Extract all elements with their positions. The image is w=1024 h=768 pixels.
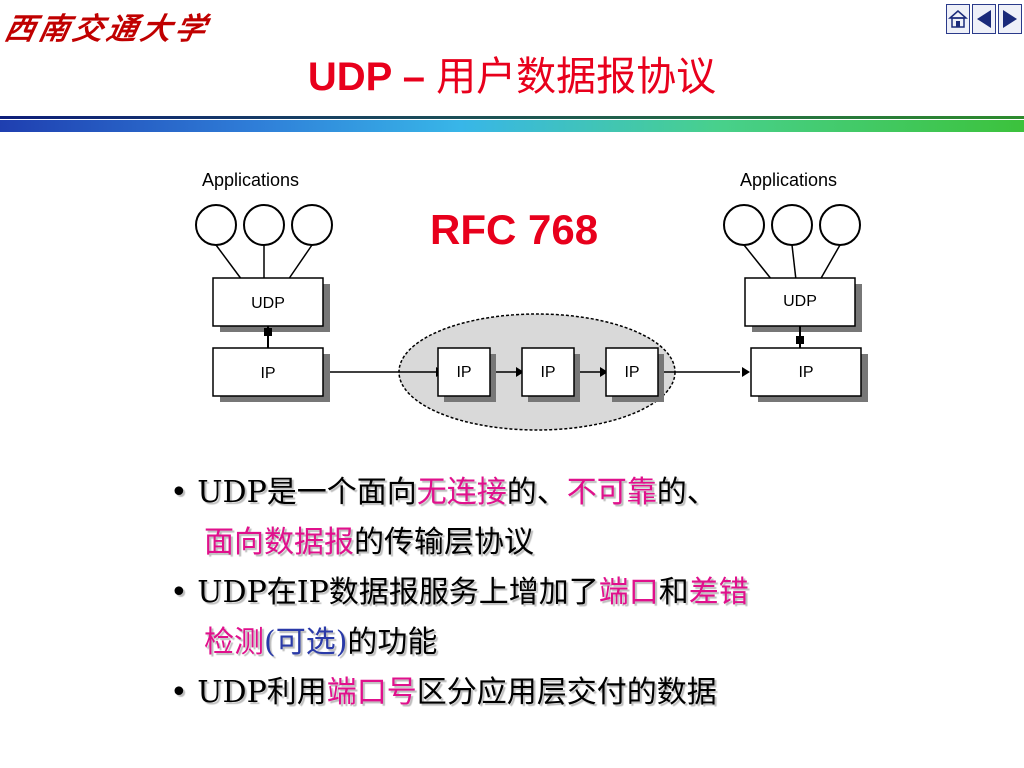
next-arrow-icon — [1003, 10, 1017, 28]
bullet-text-segment: 和 — [658, 575, 689, 610]
left-app-3 — [291, 204, 333, 246]
bullet-text-segment: (可选) — [264, 625, 348, 660]
right-applications-label: Applications — [740, 170, 837, 190]
bullet-dot: • — [170, 475, 198, 510]
bullet-text-segment: 端口 — [598, 575, 659, 610]
left-applications-label: Applications — [202, 170, 299, 190]
right-udp-box — [744, 277, 856, 327]
bullet-text-segment: UDP是一个面向 — [197, 475, 417, 510]
title-latin: UDP – — [307, 55, 437, 99]
right-app-1 — [723, 204, 765, 246]
router-ip-label-1: IP — [456, 364, 471, 381]
right-app-3 — [819, 204, 861, 246]
title-divider-line — [0, 116, 1024, 119]
router-ip-box-1 — [437, 347, 491, 397]
left-udp-box — [212, 277, 324, 327]
bullet-text-segment: 不可靠 — [566, 475, 657, 510]
right-ip-label: IP — [798, 364, 813, 381]
bullet-dot: • — [170, 575, 198, 610]
bullet-1-line-1: • UDP是一个面向无连接的、不可靠的、 — [170, 468, 749, 518]
bullet-text-segment: 面向数据报 — [204, 525, 354, 560]
bullet-list: • UDP是一个面向无连接的、不可靠的、面向数据报的传输层协议• UDP在IP数… — [170, 468, 749, 718]
bullet-3-line-1: • UDP利用端口号区分应用层交付的数据 — [170, 668, 749, 718]
left-ip-box — [212, 347, 324, 397]
bullet-2-line-2: 检测(可选)的功能 — [170, 618, 749, 668]
router-ip-label-2: IP — [540, 364, 555, 381]
previous-arrow-icon — [977, 10, 991, 28]
rfc-label: RFC 768 — [430, 206, 599, 253]
bullet-text-segment: UDP利用 — [197, 675, 327, 710]
left-udp-label: UDP — [251, 295, 285, 312]
router-ip-box-2 — [521, 347, 575, 397]
right-app-2 — [771, 204, 813, 246]
right-udp-label: UDP — [783, 293, 817, 310]
title-chinese: 用户数据报协议 — [436, 54, 717, 100]
left-app-1 — [195, 204, 237, 246]
bullet-text-segment: 无连接 — [416, 475, 507, 510]
bullet-text-segment: 区分应用层交付的数据 — [416, 675, 717, 710]
bullet-text-segment: 的功能 — [347, 625, 438, 660]
udp-network-diagram: Applications UDP IP IP IP IP Application… — [195, 170, 868, 431]
right-ip-box — [750, 347, 862, 397]
home-button[interactable] — [946, 4, 970, 34]
bullet-1-line-2: 面向数据报的传输层协议 — [170, 518, 749, 568]
bullet-text-segment: 端口号 — [326, 675, 417, 710]
bullet-2-line-1: • UDP在IP数据报服务上增加了端口和差错 — [170, 568, 749, 618]
previous-slide-button[interactable] — [972, 4, 996, 34]
title-divider-bar — [0, 120, 1024, 132]
bullet-dot: • — [170, 675, 198, 710]
slide-title: UDP – 用户数据报协议 — [0, 44, 1024, 102]
home-icon — [948, 10, 968, 28]
bullet-text-segment: 的、 — [506, 475, 567, 510]
university-logo: 西南交通大学 — [1, 12, 213, 47]
bullet-text-segment: 检测 — [204, 625, 264, 660]
router-ip-box-3 — [605, 347, 659, 397]
left-app-2 — [243, 204, 285, 246]
bullet-text-segment: 差错 — [688, 575, 749, 610]
bullet-text-segment: 的、 — [656, 475, 717, 510]
next-slide-button[interactable] — [998, 4, 1022, 34]
bullet-text-segment: UDP在IP数据报服务上增加了 — [197, 575, 599, 610]
bullet-text-segment: 的传输层协议 — [354, 525, 534, 560]
router-ip-label-3: IP — [624, 364, 639, 381]
left-ip-label: IP — [260, 365, 275, 382]
